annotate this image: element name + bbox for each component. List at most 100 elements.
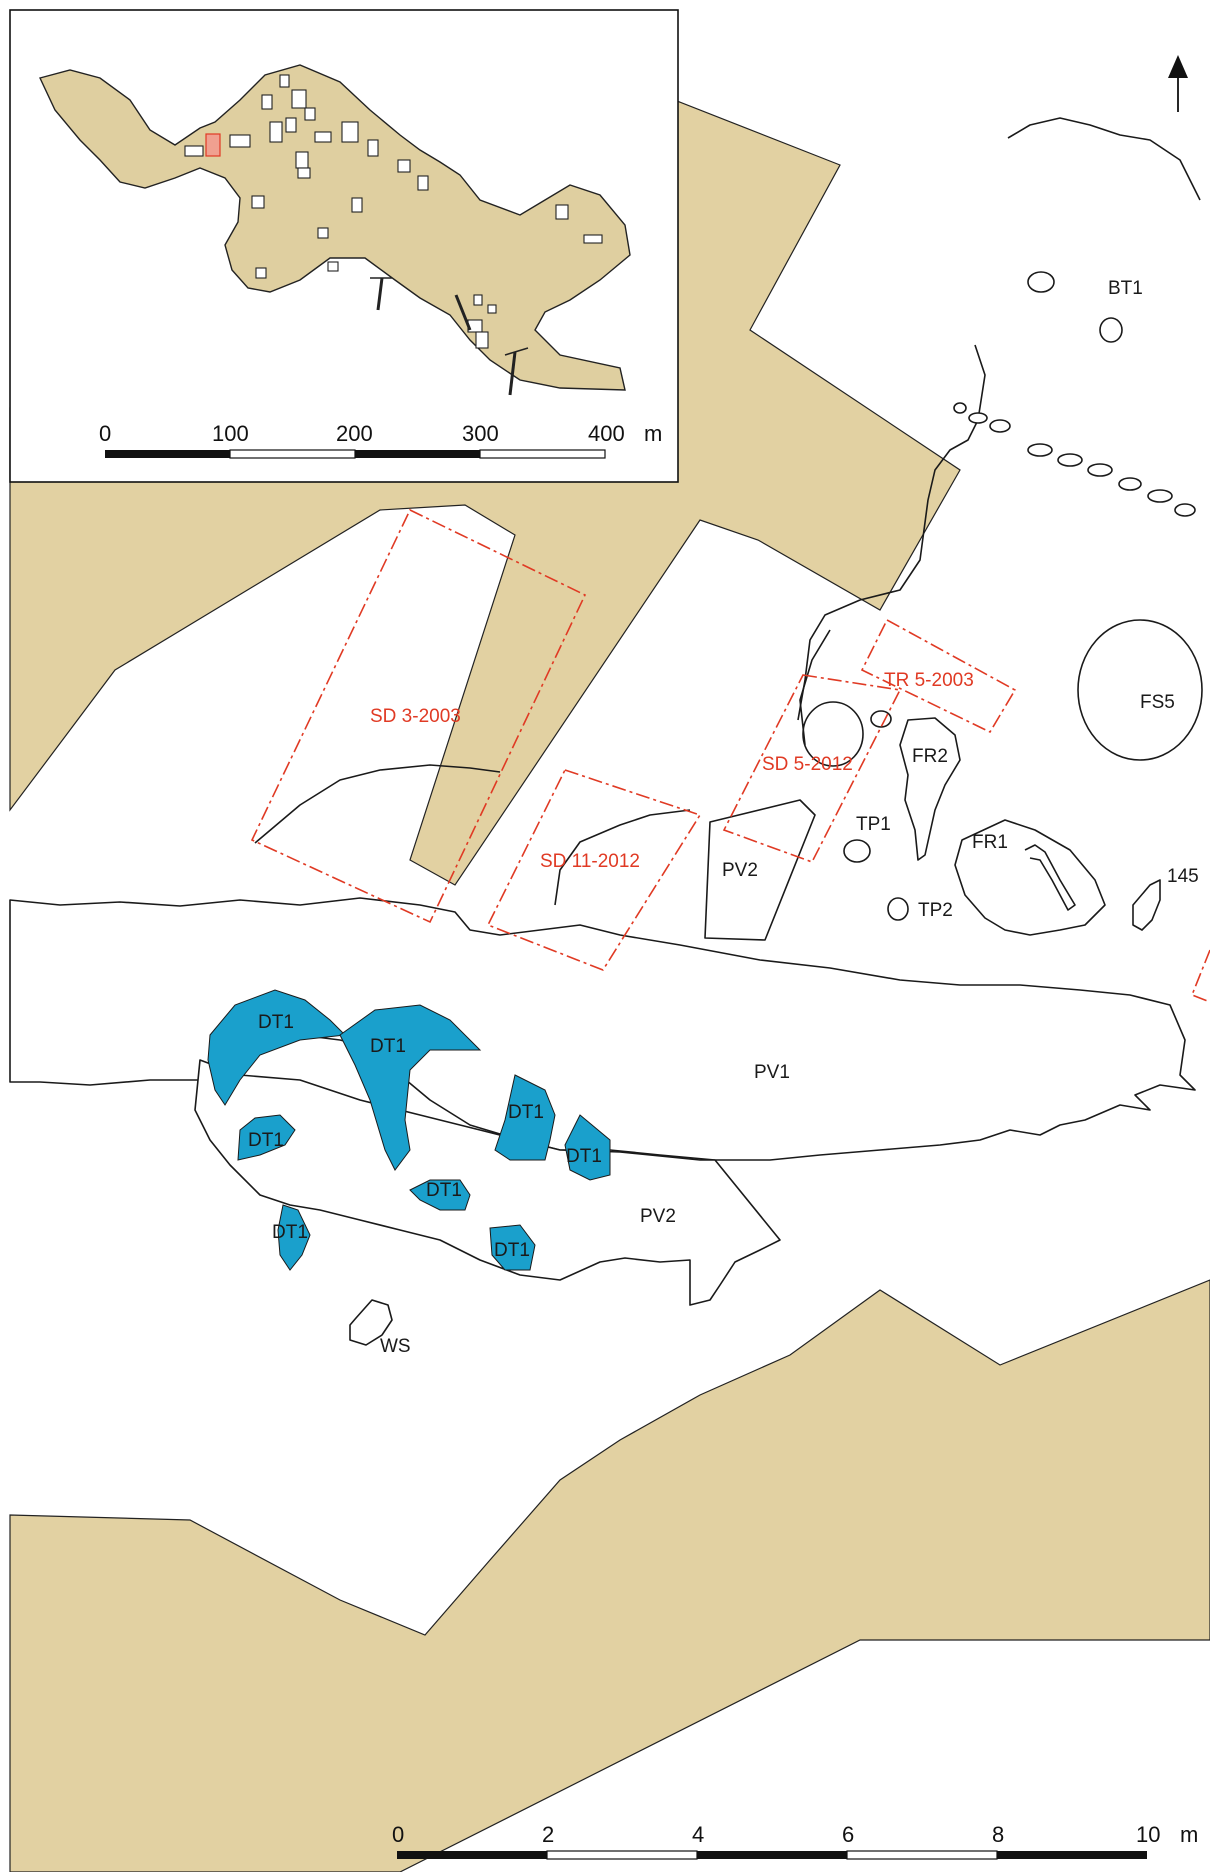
inset-building	[367, 139, 379, 157]
feature-fr2	[899, 717, 961, 861]
feature-145	[1132, 879, 1161, 931]
feature-ws	[349, 1299, 393, 1346]
label-dt1-f: DT1	[426, 1180, 462, 1201]
fr1-channel	[1024, 844, 1076, 911]
inset-building	[297, 167, 311, 179]
deposit-dt1-h	[489, 1224, 536, 1271]
inset-building	[184, 145, 204, 157]
trench-tr5	[860, 618, 1017, 734]
inset-scale-tick-300: 300	[462, 421, 499, 446]
feature-tp1	[843, 839, 871, 863]
inset-building	[473, 294, 483, 306]
label-fr2: FR2	[912, 746, 948, 767]
deposit-dt1-f	[409, 1179, 471, 1211]
deposit-dt1-a	[207, 989, 347, 1106]
trench-sd11	[486, 769, 702, 971]
deposit-dt1-c	[494, 1074, 556, 1161]
inset-walls	[370, 277, 529, 396]
deposit-dt1-b	[339, 1004, 482, 1171]
label-tr5: TR 5-2003	[884, 670, 974, 691]
scale-tick-10: 10	[1136, 1822, 1160, 1847]
label-sd5: SD 5-2012	[762, 754, 853, 775]
tan-area-bottom	[9, 1279, 1210, 1872]
scale-tick-8: 8	[992, 1822, 1004, 1847]
label-dt1-d: DT1	[566, 1146, 602, 1167]
deposit-dt1-g	[277, 1204, 311, 1271]
excavation-features	[9, 117, 1203, 1346]
inset-scale-tick-200: 200	[336, 421, 373, 446]
inset-building	[251, 195, 265, 209]
label-pv1: PV1	[754, 1062, 790, 1083]
stone	[1118, 477, 1142, 491]
inset-scale-tick-400: 400	[588, 421, 625, 446]
north-arrow	[1168, 55, 1188, 112]
inset-building	[291, 89, 307, 109]
inset-building	[317, 227, 329, 239]
inset-buildings	[184, 74, 603, 349]
stone	[1027, 443, 1053, 457]
map-labels: BT1 FS5 TR 5-2003 SD 3-2003 SD 5-2012 SD…	[248, 278, 1199, 1357]
inset-building	[467, 319, 483, 333]
label-145: 145	[1167, 866, 1199, 887]
inset-building	[229, 134, 251, 148]
stone	[968, 412, 988, 424]
main-scalebar: 0 2 4 6 8 10 m	[392, 1822, 1198, 1860]
label-dt1-b: DT1	[370, 1036, 406, 1057]
label-dt1-a: DT1	[258, 1012, 294, 1033]
scale-seg-5	[997, 1851, 1147, 1859]
stone	[953, 402, 967, 414]
label-fr1: FR1	[972, 832, 1008, 853]
label-dt1-e: DT1	[248, 1130, 284, 1151]
contour-north-arc	[1007, 117, 1201, 201]
inset-building	[285, 117, 297, 133]
deposit-dt1-e	[237, 1114, 296, 1161]
scale-seg-1	[397, 1851, 547, 1859]
label-dt1-c: DT1	[508, 1102, 544, 1123]
scale-unit: m	[1180, 1822, 1198, 1847]
label-fs5: FS5	[1140, 692, 1175, 713]
inset-building	[314, 131, 332, 143]
scale-tick-4: 4	[692, 1822, 704, 1847]
sd3-contour	[254, 764, 501, 844]
feature-pv1	[9, 897, 1196, 1161]
inset-building	[269, 121, 283, 143]
deposit-dt1-d	[564, 1114, 611, 1181]
label-ws: WS	[380, 1336, 411, 1357]
label-bt1: BT1	[1108, 278, 1143, 299]
inset-scale-tick-100: 100	[212, 421, 249, 446]
label-tp1: TP1	[856, 814, 891, 835]
feature-fr1	[954, 819, 1106, 936]
label-dt1-h: DT1	[494, 1240, 530, 1261]
feature-small-pit	[870, 710, 892, 728]
feature-tp2	[887, 897, 909, 921]
label-sd3: SD 3-2003	[370, 706, 461, 727]
scale-seg-3	[697, 1851, 847, 1859]
inset-scale-unit: m	[644, 421, 662, 446]
scale-tick-0: 0	[392, 1822, 404, 1847]
label-dt1-g: DT1	[272, 1222, 308, 1243]
inset-building	[295, 151, 309, 169]
inset-building	[555, 204, 569, 220]
trench-outlines	[250, 508, 1210, 1003]
label-pv2-lower: PV2	[640, 1206, 676, 1227]
trench-sd3	[250, 508, 587, 924]
inset-scale-seg-4	[479, 449, 606, 459]
scale-tick-6: 6	[842, 1822, 854, 1847]
inset-building	[351, 197, 363, 213]
sd11-contour	[554, 809, 691, 906]
label-tp2: TP2	[918, 900, 953, 921]
scale-seg-4	[846, 1850, 998, 1860]
stone	[1147, 489, 1173, 503]
feature-bt1-pit-b	[1099, 317, 1123, 343]
inset-scale-tick-0: 0	[99, 421, 111, 446]
inset-building	[261, 94, 273, 110]
scale-tick-2: 2	[542, 1822, 554, 1847]
inset-building	[341, 121, 359, 143]
sd5-contour	[799, 629, 831, 746]
inset-building	[255, 267, 267, 279]
inset-map: 0 100 200 300 400 m	[9, 9, 679, 483]
inset-building	[487, 304, 497, 314]
inset-scale-seg-2	[229, 449, 356, 459]
scale-seg-2	[546, 1850, 698, 1860]
